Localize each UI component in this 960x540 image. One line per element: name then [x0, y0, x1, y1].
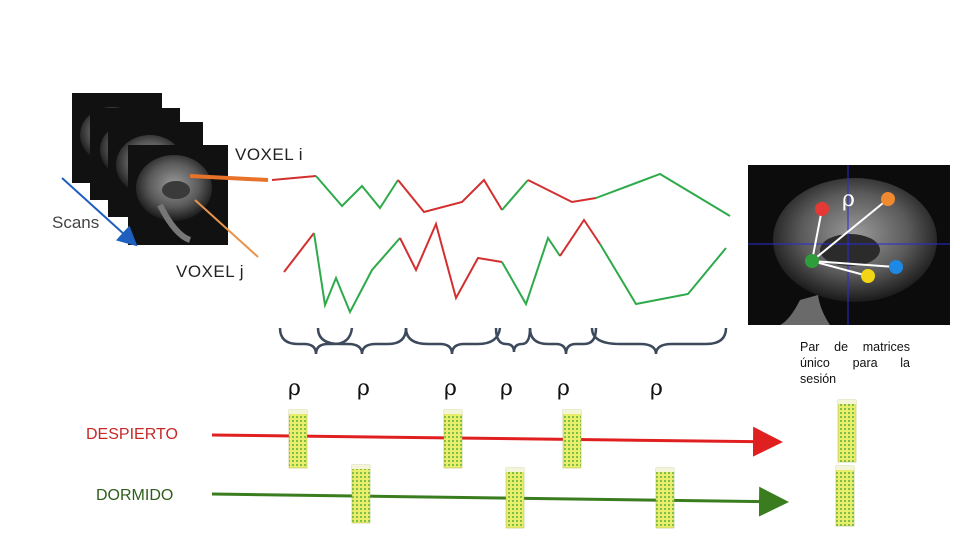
- rho-symbol-3: ρ: [444, 376, 457, 401]
- node-blue: [889, 260, 903, 274]
- node-yellow: [861, 269, 875, 283]
- window-braces: [280, 328, 726, 354]
- curly-brace-icon: [592, 328, 726, 354]
- voxel-i-signal: [272, 174, 730, 216]
- asleep-timeline-arrow: [212, 494, 786, 502]
- correlation-matrix-icon: [352, 465, 370, 523]
- node-red: [815, 202, 829, 216]
- correlation-matrix-icon: [444, 410, 462, 468]
- curly-brace-icon: [530, 328, 596, 354]
- asleep-label: DORMIDO: [96, 487, 173, 505]
- rho-symbol-4: ρ: [500, 376, 513, 401]
- correlation-matrix-icon: [563, 410, 581, 468]
- curly-brace-icon: [280, 328, 352, 354]
- correlation-matrix-icon: [836, 466, 854, 526]
- curly-brace-icon: [406, 328, 500, 354]
- rho-symbol-2: ρ: [357, 376, 370, 401]
- node-orange: [881, 192, 895, 206]
- awake-window-matrices: [289, 400, 856, 468]
- rho-symbol-1: ρ: [288, 376, 301, 401]
- awake-label: DESPIERTO: [86, 426, 178, 444]
- correlation-matrix-icon: [838, 400, 856, 462]
- correlation-matrix-icon: [506, 468, 524, 528]
- rho-symbol-6: ρ: [650, 376, 663, 401]
- curly-brace-icon: [318, 328, 406, 354]
- correlation-matrix-icon: [656, 468, 674, 528]
- voxel-i-label: VOXEL i: [235, 145, 303, 165]
- curly-brace-icon: [496, 328, 530, 352]
- voxel-j-signal: [284, 220, 726, 312]
- voxel-j-label: VOXEL j: [176, 262, 244, 282]
- node-green: [805, 254, 819, 268]
- matrix-pair-caption: Par de matrices único para la sesión: [800, 339, 910, 387]
- correlation-matrix-icon: [289, 410, 307, 468]
- rho-symbol-5: ρ: [557, 376, 570, 401]
- scans-label: Scans: [52, 213, 99, 233]
- brain-rho-label: ρ: [842, 187, 855, 212]
